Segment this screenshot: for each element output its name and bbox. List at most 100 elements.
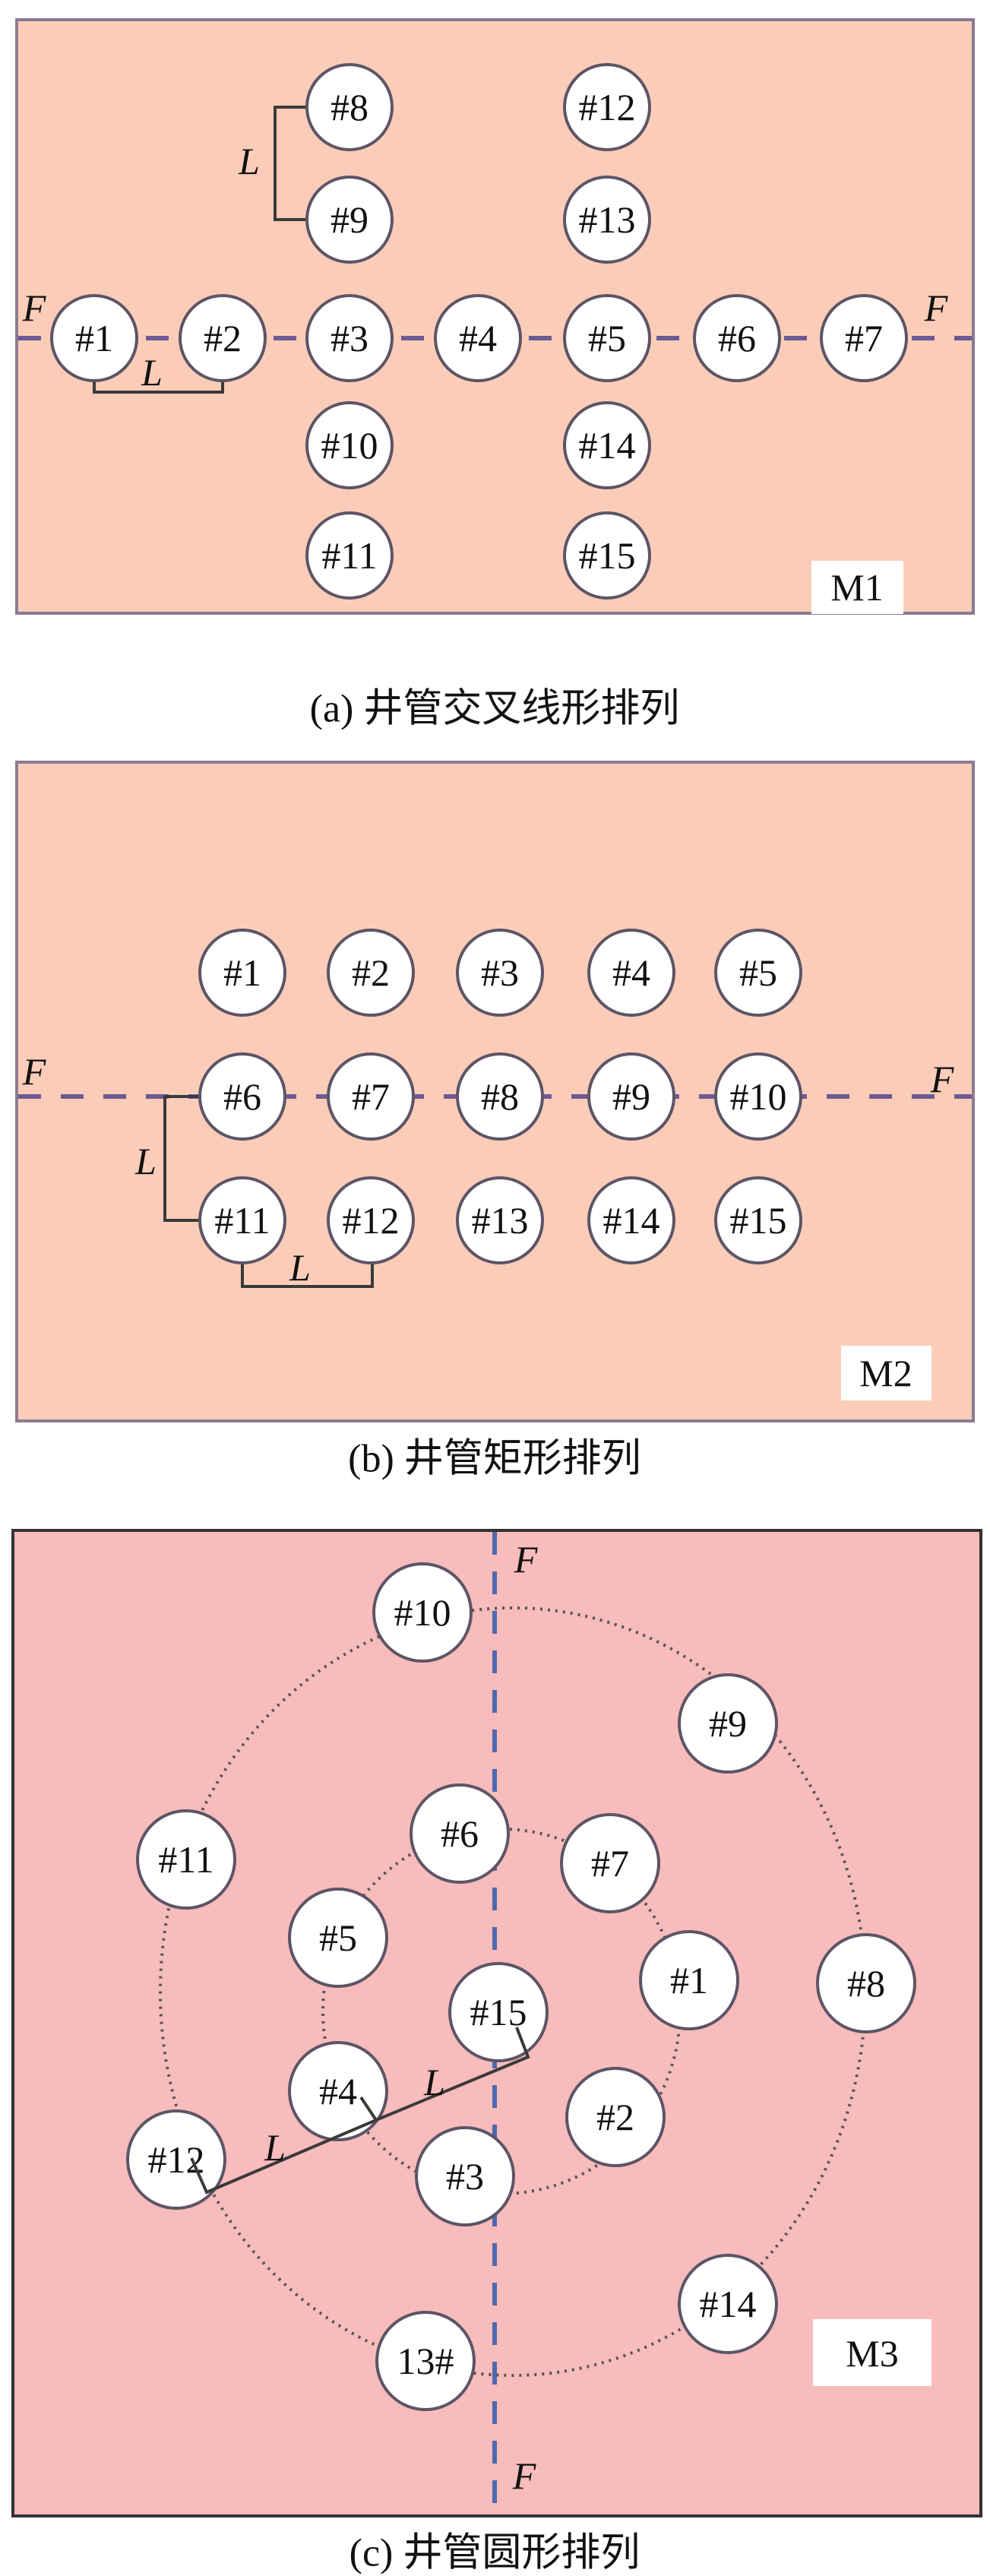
well-circle (372, 1562, 473, 1663)
well-12: #12 (327, 1176, 415, 1264)
well-circle (714, 1176, 802, 1264)
well-12: #12 (563, 63, 651, 151)
well-circle (198, 1176, 286, 1264)
well-circle (563, 63, 651, 151)
well-label: #6 (223, 1075, 261, 1118)
well-3: #3 (415, 2126, 515, 2226)
well-7: #7 (327, 1052, 415, 1141)
spacing-label-a-horizontal: L (141, 351, 163, 394)
well-circle (563, 176, 651, 264)
well-15: #15 (563, 511, 651, 600)
well-7: #7 (560, 1813, 660, 1913)
well-10: #10 (714, 1052, 802, 1141)
well-3: #3 (305, 294, 394, 382)
model-label-c: M3 (846, 2332, 898, 2375)
well-1: #1 (50, 294, 138, 382)
well-circle (456, 1176, 544, 1264)
well-circle (587, 1176, 675, 1264)
caption-b: (b) 井管矩形排列 (348, 1438, 641, 1481)
caption-a: (a) 井管交叉线形排列 (310, 688, 680, 731)
well-12: #12 (126, 2109, 226, 2210)
well-11: #11 (198, 1176, 286, 1264)
well-circle (820, 294, 908, 382)
model-label-box-b (841, 1346, 931, 1400)
well-label: #10 (321, 424, 378, 467)
well-label: #11 (158, 1838, 213, 1881)
well-circle (587, 929, 675, 1017)
well-label: #14 (700, 2283, 757, 2325)
spacing-dimension-b-vertical (163, 1095, 204, 1222)
well-circle (305, 63, 394, 151)
fault-label-b-left: F (22, 1050, 46, 1093)
model-label-a: M1 (830, 566, 883, 609)
well-6: #6 (693, 294, 781, 382)
fault-label-a-left: F (22, 286, 46, 329)
spacing-label-a-vertical: L (238, 140, 260, 182)
well-label: #15 (470, 1991, 527, 2033)
well-label: #4 (319, 2070, 357, 2112)
well-circle (50, 294, 138, 382)
well-circle (305, 511, 394, 600)
well-label: #1 (75, 317, 113, 359)
well-11: #11 (305, 511, 394, 600)
well-circle (126, 2109, 226, 2210)
well-6: #6 (410, 1783, 510, 1884)
well-label: #5 (739, 951, 777, 994)
well-10: #10 (305, 401, 394, 489)
well-label: #3 (446, 2155, 484, 2198)
well-2: #2 (179, 294, 267, 382)
well-circle (587, 1052, 675, 1141)
well-circle (375, 2311, 476, 2411)
well-circle (678, 2254, 778, 2354)
well-label: #15 (579, 534, 636, 577)
well-label: #9 (612, 1075, 650, 1118)
well-label: #4 (612, 951, 650, 994)
well-circle (179, 294, 267, 382)
well-15: #15 (714, 1176, 802, 1264)
well-label: #2 (204, 317, 242, 359)
well-circle (327, 929, 415, 1017)
well-9: #9 (305, 176, 394, 264)
well-label: #14 (603, 1199, 660, 1242)
well-14: #14 (678, 2254, 778, 2354)
well-circle (639, 1930, 739, 2030)
well-label: #13 (579, 198, 636, 241)
well-label: #9 (331, 198, 368, 241)
well-1: #1 (198, 929, 286, 1017)
spacing-dimension-a-vertical (274, 106, 308, 221)
well-label: #3 (481, 951, 519, 994)
spacing-dimension-c (190, 2027, 530, 2195)
well-4: #4 (587, 929, 675, 1017)
well-label: #12 (343, 1199, 400, 1242)
spacing-dimension-b-horizontal (241, 1261, 374, 1288)
well-4: #4 (434, 294, 522, 382)
well-label: #2 (352, 951, 390, 994)
well-circle (563, 511, 651, 600)
wells-a: #1#2#3#4#5#6#7#8#9#10#11#12#13#14#15 (50, 63, 908, 600)
caption-c: (c) 井管圆形排列 (350, 2532, 640, 2575)
panel-b: F F L L #1#2#3#4#5#6#7#8#9#10#11#12#13#1… (15, 761, 975, 1422)
well-label: #7 (591, 1842, 629, 1885)
well-circle (678, 1673, 778, 1774)
fault-label-b-right: F (930, 1058, 954, 1100)
well-circle (456, 1052, 544, 1141)
well-circle (410, 1783, 510, 1884)
well-3: #3 (456, 929, 544, 1017)
well-10: #10 (372, 1562, 473, 1663)
well-circle (434, 294, 522, 382)
well-label: #7 (352, 1075, 390, 1118)
fault-label-a-right: F (924, 286, 948, 329)
well-label: #8 (847, 1962, 885, 2005)
spacing-label-c-1: L (264, 2126, 286, 2169)
well-2: #2 (565, 2067, 666, 2167)
well-1: #1 (639, 1930, 739, 2030)
well-circle (305, 294, 394, 382)
well-circle (198, 929, 286, 1017)
well-label: #1 (223, 951, 261, 994)
well-circle (448, 1962, 549, 2062)
spacing-label-c-2: L (423, 2061, 445, 2103)
well-label: #2 (596, 2096, 634, 2138)
model-label-b: M2 (859, 1352, 912, 1394)
well-label: #12 (579, 86, 636, 128)
